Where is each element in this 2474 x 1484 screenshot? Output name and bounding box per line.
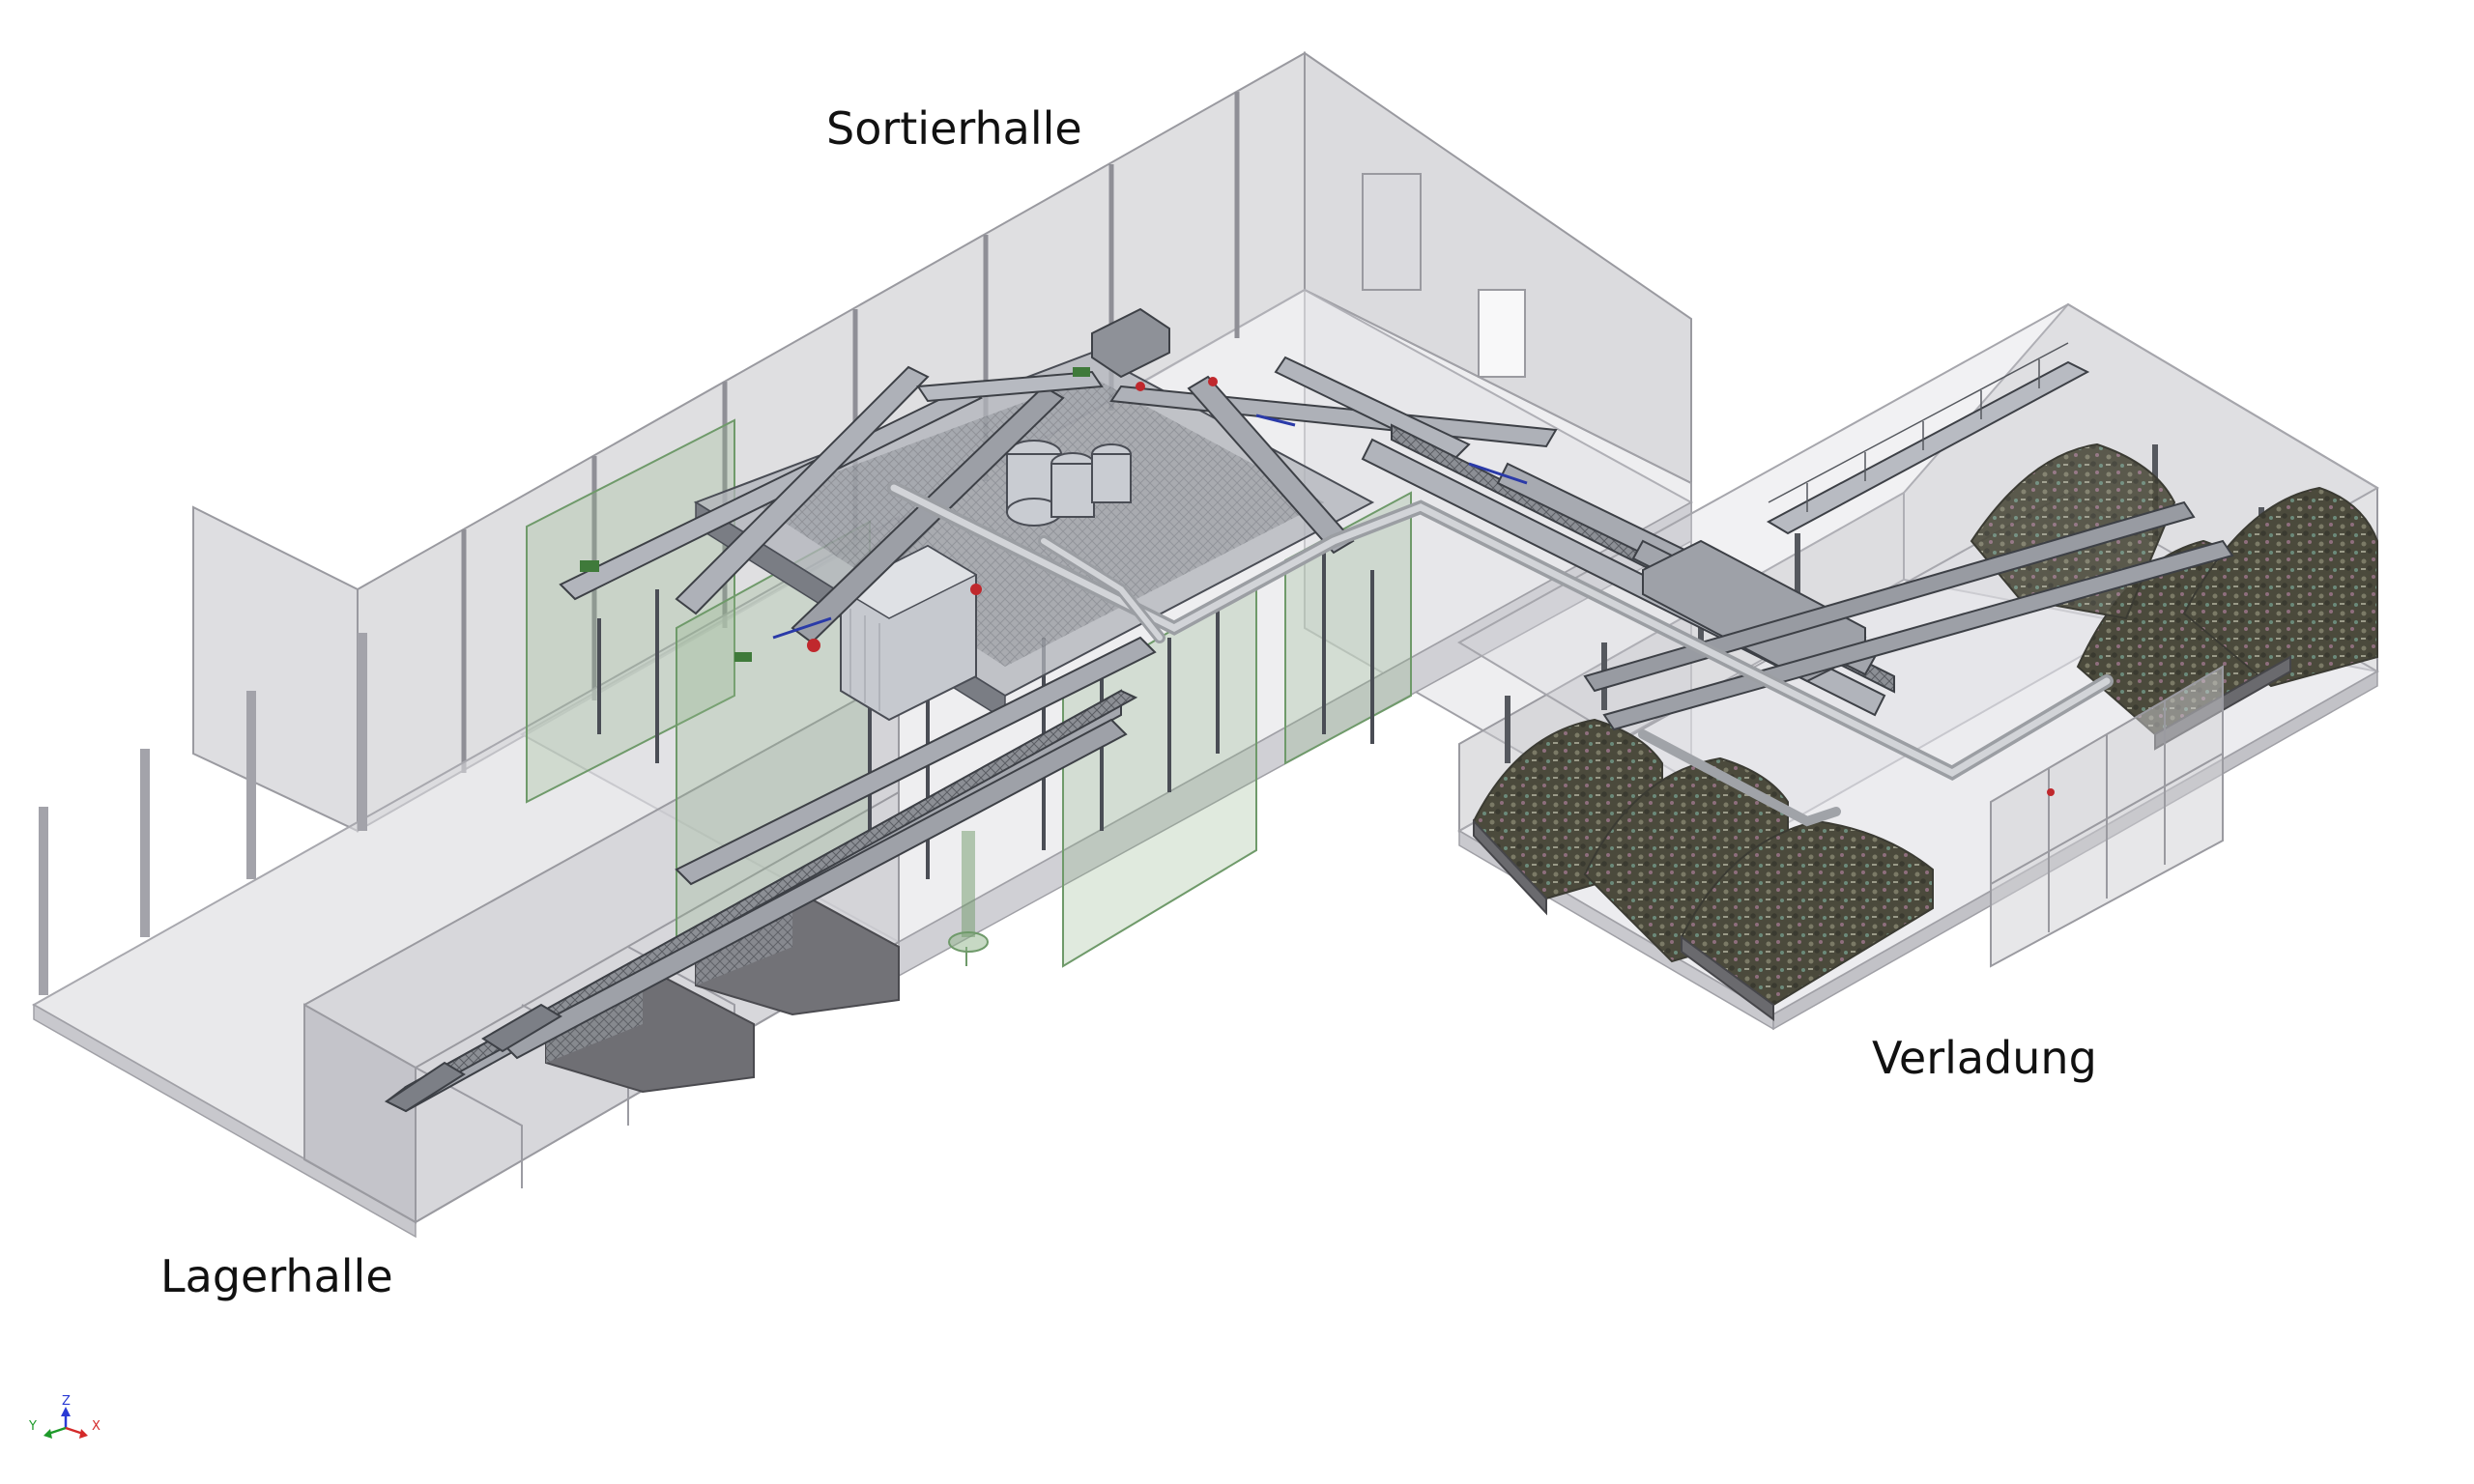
label-sortierhalle: Sortierhalle <box>826 102 1082 155</box>
sorting-plant-machinery <box>693 307 1375 722</box>
green-support-structure <box>526 418 1412 968</box>
axis-x-label: X <box>92 1419 101 1434</box>
label-lagerhalle: Lagerhalle <box>160 1250 393 1302</box>
conveyor-belts <box>385 342 2234 1113</box>
axis-triad: Z Y X <box>28 1394 101 1439</box>
storage-columns <box>39 633 367 995</box>
axis-z-label: Z <box>62 1394 71 1409</box>
label-verladung: Verladung <box>1872 1032 2097 1084</box>
axis-y-label: Y <box>28 1419 37 1434</box>
equipment-accents <box>580 367 1528 662</box>
material-piles <box>1472 442 2378 1007</box>
duct-pipes <box>887 481 2114 827</box>
